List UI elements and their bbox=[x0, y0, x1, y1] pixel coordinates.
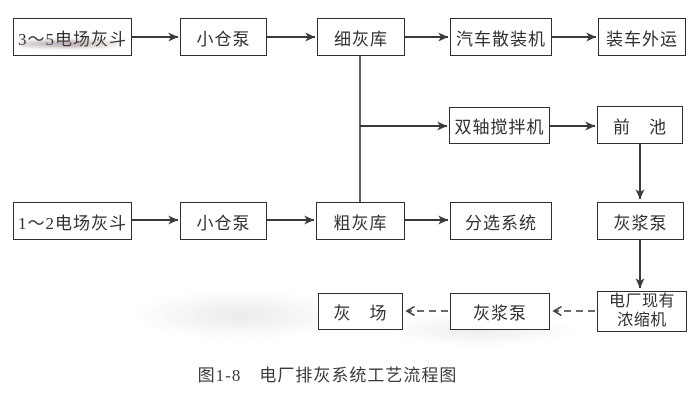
node-truck-bulk-loader: 汽车散装机 bbox=[450, 18, 552, 56]
node-label: 3～5电场灰斗 bbox=[18, 29, 127, 49]
node-load-transport-out: 装车外运 bbox=[598, 18, 686, 56]
node-coarse-ash-silo: 粗灰库 bbox=[316, 202, 405, 240]
node-label: 灰浆泵 bbox=[613, 213, 668, 233]
node-label: 分选系统 bbox=[465, 213, 537, 233]
figure-caption: 图1-8 电厂排灰系统工艺流程图 bbox=[197, 366, 458, 385]
node-hopper-3-5: 3～5电场灰斗 bbox=[13, 18, 132, 56]
node-small-bin-pump-bottom: 小仓泵 bbox=[180, 202, 267, 240]
node-front-pool: 前 池 bbox=[597, 106, 683, 144]
node-label: 粗灰库 bbox=[333, 213, 388, 233]
node-label-line2: 浓缩机 bbox=[617, 311, 667, 329]
node-label: 前 池 bbox=[613, 117, 667, 137]
node-label: 1～2电场灰斗 bbox=[18, 213, 127, 233]
node-small-bin-pump-top: 小仓泵 bbox=[180, 18, 267, 56]
node-hopper-1-2: 1～2电场灰斗 bbox=[13, 202, 132, 240]
node-slurry-pump-bottom: 灰浆泵 bbox=[450, 293, 550, 330]
node-fine-ash-silo: 细灰库 bbox=[317, 18, 405, 56]
node-label: 细灰库 bbox=[334, 29, 388, 49]
node-slurry-pump-right: 灰浆泵 bbox=[597, 202, 684, 240]
node-label: 装车外运 bbox=[606, 29, 678, 49]
node-label: 双轴搅拌机 bbox=[454, 118, 545, 137]
node-label: 小仓泵 bbox=[196, 213, 251, 233]
scan-artifact bbox=[130, 290, 350, 340]
node-ash-yard: 灰 场 bbox=[318, 293, 403, 330]
node-label-line1: 电厂现有 bbox=[608, 293, 675, 311]
node-existing-thickener: 电厂现有 浓缩机 bbox=[597, 291, 687, 332]
node-label: 灰 场 bbox=[333, 304, 388, 323]
node-sorting-system: 分选系统 bbox=[450, 202, 552, 240]
node-label: 小仓泵 bbox=[196, 29, 251, 49]
node-label: 汽车散装机 bbox=[456, 29, 546, 49]
node-twin-shaft-mixer: 双轴搅拌机 bbox=[449, 107, 550, 144]
node-label: 灰浆泵 bbox=[473, 304, 527, 323]
